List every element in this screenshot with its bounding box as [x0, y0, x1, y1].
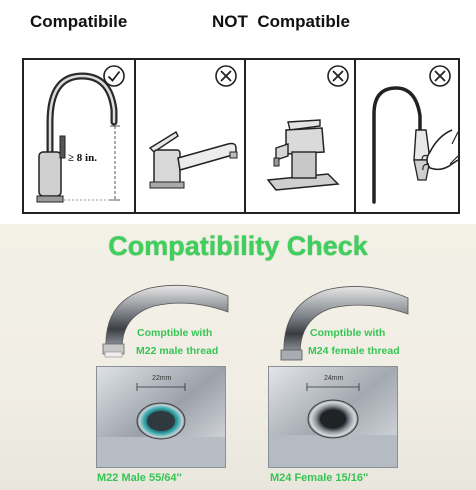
left-compat-line2: M22 male thread	[136, 345, 219, 357]
pull-down-faucet-with-hand-illustration	[372, 86, 459, 204]
check-circle-icon	[103, 65, 125, 87]
m24-aerator-closeup-illustration	[269, 367, 397, 467]
x-circle-icon	[215, 65, 237, 87]
panel-tall-faucet: ≥ 8 in.	[24, 60, 136, 212]
m22-caption: M22 Male 55/64''	[97, 472, 182, 484]
m24-spout-photo	[280, 286, 409, 361]
compatibility-check-title: Compatibility Check	[108, 231, 368, 261]
low-spout-faucet-illustration	[148, 131, 238, 189]
m24-thread-closeup	[268, 366, 398, 468]
faucet-panel-row: ≥ 8 in.	[22, 58, 460, 214]
m22-spout-photo	[102, 284, 229, 358]
right-compat-line1: Comptible with	[310, 327, 386, 339]
not-compatible-label: NOT Compatible	[212, 12, 350, 31]
m24-caption: M24 Female 15/16''	[270, 472, 369, 484]
compatible-label: Compatibile	[30, 12, 128, 31]
left-compat-line1: Comptible with	[137, 327, 213, 339]
right-compat-line2: M24 female thread	[308, 345, 400, 357]
m22-diameter-label: 22mm	[152, 375, 172, 382]
x-circle-icon	[429, 65, 451, 87]
m22-thread-closeup	[96, 366, 226, 468]
m22-aerator-closeup-illustration	[97, 367, 225, 467]
compatibility-check-section: Compatibility Check Comptible	[0, 224, 476, 490]
m24-diameter-label: 24mm	[324, 375, 344, 382]
panel-pull-down-faucet	[356, 60, 460, 212]
basin-faucet-illustration	[266, 119, 340, 191]
panel-low-spout-faucet	[136, 60, 246, 212]
tall-gooseneck-faucet-illustration	[36, 72, 120, 203]
height-requirement-label: ≥ 8 in.	[68, 152, 97, 164]
x-circle-icon	[327, 65, 349, 87]
panel-basin-faucet	[246, 60, 356, 212]
